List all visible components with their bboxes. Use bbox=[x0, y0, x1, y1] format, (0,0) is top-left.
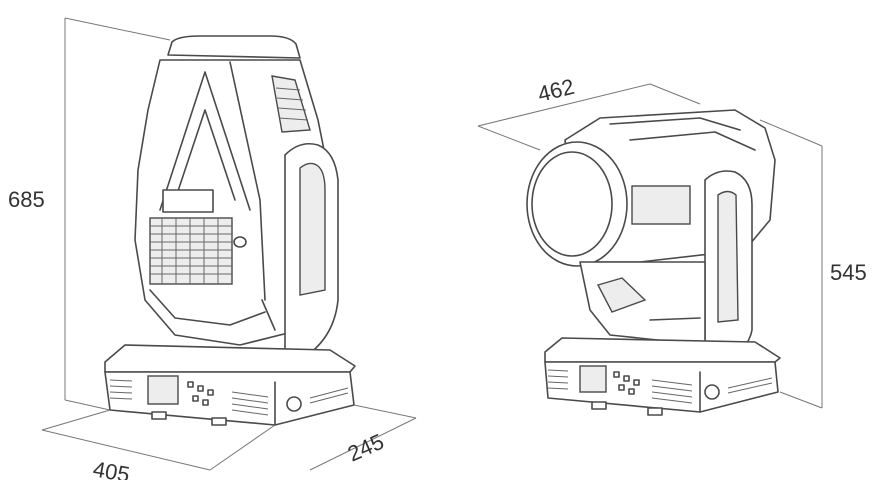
side-head-lower bbox=[579, 261, 706, 346]
front-fixture bbox=[41, 17, 417, 471]
label-side-height: 545 bbox=[830, 260, 867, 285]
head-knob bbox=[233, 236, 247, 248]
side-head-ridge bbox=[609, 117, 741, 131]
depth-dimension-line bbox=[309, 417, 417, 471]
side-height-ext-bottom bbox=[779, 391, 823, 409]
lens-inner bbox=[531, 151, 613, 257]
side-base-right-vent bbox=[651, 379, 693, 404]
side-base-foot-right bbox=[647, 407, 663, 416]
head-lower-contour bbox=[149, 289, 266, 326]
length-ext-left bbox=[477, 125, 541, 151]
base-buttons bbox=[187, 381, 214, 406]
base-side-vent bbox=[309, 387, 349, 404]
side-base-foot-left bbox=[591, 401, 607, 410]
head-crease bbox=[229, 61, 266, 301]
base-top bbox=[104, 344, 356, 373]
head-triangle-inner bbox=[174, 109, 236, 201]
side-base-buttons bbox=[613, 371, 640, 395]
width-dimension-line bbox=[41, 429, 211, 471]
base-left-vent bbox=[109, 379, 133, 400]
base-display bbox=[147, 375, 179, 405]
label-front-width: 405 bbox=[91, 456, 132, 480]
label-front-depth: 245 bbox=[344, 429, 388, 467]
width-ext-left bbox=[41, 409, 111, 431]
head-top-vent-lines bbox=[275, 87, 309, 121]
height-ext-top bbox=[64, 17, 171, 41]
label-side-length: 462 bbox=[535, 74, 577, 107]
label-front-height: 685 bbox=[8, 187, 45, 212]
width-ext-right bbox=[209, 424, 276, 471]
head-triangle-outer bbox=[159, 71, 251, 211]
side-base-connector bbox=[704, 384, 720, 400]
side-head-lower-port bbox=[596, 277, 647, 313]
side-height-ext-top bbox=[759, 119, 823, 147]
head-small-panel bbox=[162, 189, 214, 213]
base-connector bbox=[286, 396, 302, 412]
side-yoke-arm-inset bbox=[717, 190, 739, 323]
side-head-lower-line bbox=[649, 317, 701, 321]
height-ext-bottom bbox=[64, 399, 111, 411]
side-base-top bbox=[544, 337, 781, 363]
side-head-panel bbox=[631, 185, 691, 225]
side-fixture bbox=[477, 83, 823, 416]
base-foot-left bbox=[151, 411, 167, 420]
base-foot-right bbox=[211, 417, 227, 426]
length-dimension-line bbox=[477, 83, 651, 127]
base-right-vent bbox=[231, 391, 269, 416]
side-base-side-vent bbox=[727, 377, 773, 394]
yoke-arm-inset bbox=[299, 162, 326, 296]
depth-ext bbox=[353, 404, 417, 419]
side-base-display bbox=[579, 365, 607, 393]
length-ext-right bbox=[649, 83, 701, 105]
head-grille-lines bbox=[150, 218, 232, 284]
side-head-ridge-2 bbox=[629, 131, 756, 151]
head-lower-crease bbox=[261, 299, 276, 331]
side-base-left-vent bbox=[547, 369, 569, 390]
head-top-cap bbox=[167, 35, 301, 59]
base-body bbox=[104, 371, 355, 426]
